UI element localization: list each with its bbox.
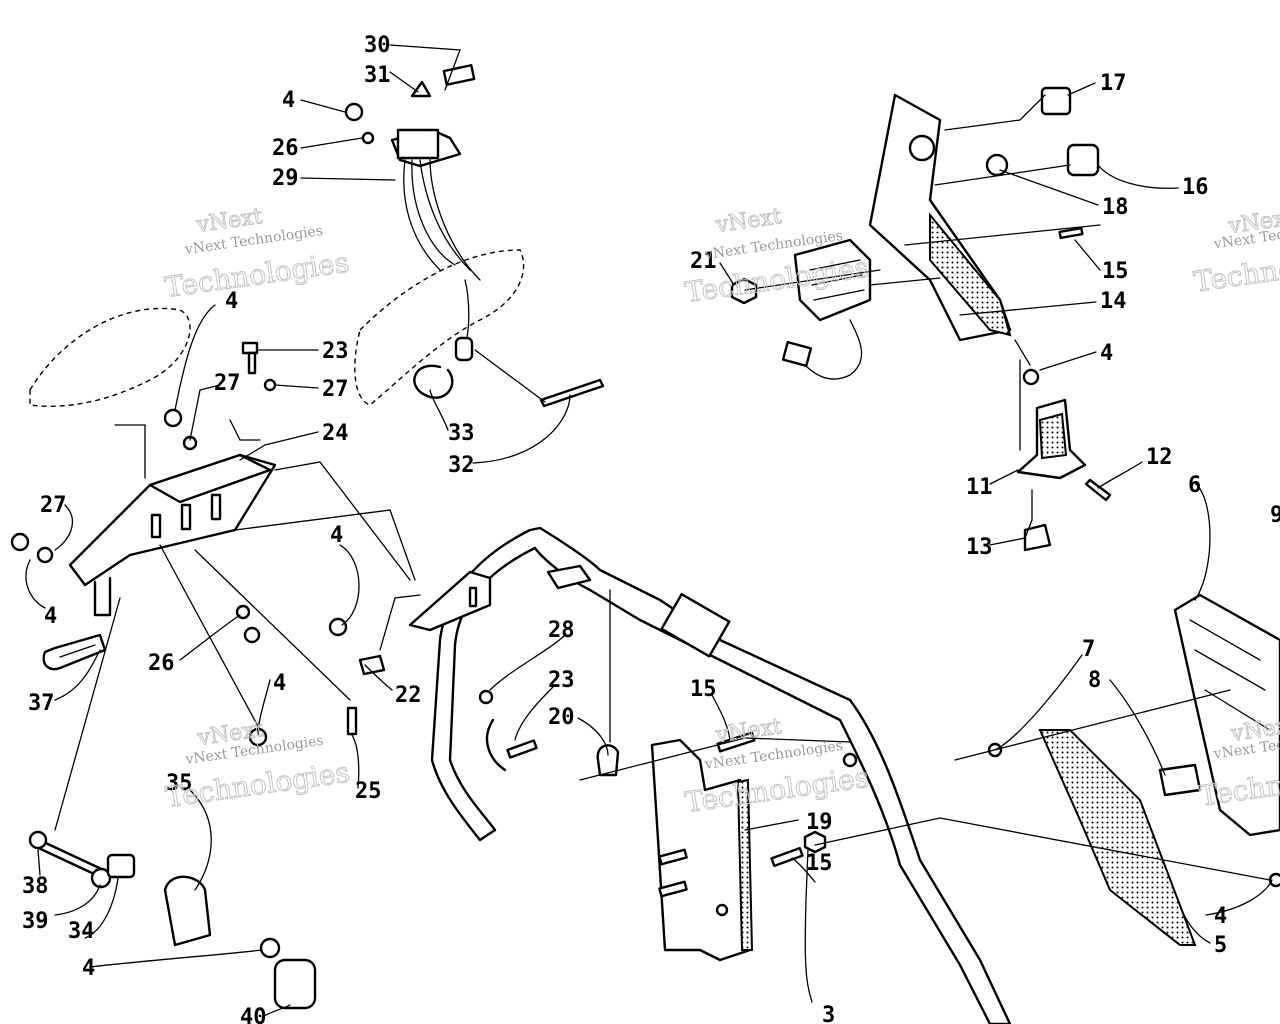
callout-4: 4: [1214, 904, 1227, 929]
callout-25: 25: [355, 779, 382, 804]
callout-9: 9: [1270, 503, 1280, 528]
watermark: vNext vNext Technologies Technologies: [163, 717, 352, 815]
callout-31: 31: [364, 63, 391, 88]
callout-24: 24: [322, 421, 349, 446]
callout-13: 13: [966, 535, 993, 560]
watermark-brand: vNext: [713, 204, 783, 238]
fasteners-upper-left: [10, 102, 386, 747]
callout-33: 33: [448, 421, 475, 446]
callout-30: 30: [364, 33, 391, 58]
callout-6: 6: [1188, 473, 1201, 498]
callout-11: 11: [966, 475, 993, 500]
callout-4: 4: [82, 956, 95, 981]
callout-15: 15: [1102, 259, 1129, 284]
callout-15: 15: [806, 851, 833, 876]
bolt-23-lower: [478, 689, 538, 772]
callout-22: 22: [395, 683, 422, 708]
callout-26: 26: [272, 136, 299, 161]
main-bracket-part: [68, 453, 277, 617]
callout-16: 16: [1182, 175, 1209, 200]
leader-lines: [25, 44, 1273, 1018]
callout-27: 27: [40, 493, 67, 518]
callout-21: 21: [690, 249, 717, 274]
callout-4: 4: [225, 289, 238, 314]
plate-5-part: [987, 729, 1280, 946]
callout-5: 5: [1214, 933, 1227, 958]
slotted-bracket-part: [42, 633, 107, 671]
bracket-11-part: [1016, 368, 1112, 552]
callout-29: 29: [272, 166, 299, 191]
callout-8: 8: [1088, 668, 1101, 693]
callout-4: 4: [330, 523, 343, 548]
callout-23: 23: [322, 339, 349, 364]
regulator-part: [730, 238, 872, 380]
callout-4: 4: [273, 671, 286, 696]
relay-part: [390, 64, 481, 362]
seat-outline: [29, 249, 525, 407]
callout-20: 20: [548, 705, 575, 730]
callout-4: 4: [44, 604, 57, 629]
callout-7: 7: [1082, 637, 1095, 662]
callout-38: 38: [22, 874, 49, 899]
callout-34: 34: [68, 919, 95, 944]
mount-plate-14-part: [868, 86, 1100, 342]
callout-39: 39: [22, 909, 49, 934]
callout-32: 32: [448, 453, 475, 478]
callout-37: 37: [28, 691, 55, 716]
callout-40: 40: [240, 1005, 267, 1024]
watermark: vNext vNext Technologies Technologies: [1191, 205, 1280, 299]
callout-4: 4: [1100, 341, 1113, 366]
callout-23: 23: [548, 668, 575, 693]
callout-4: 4: [282, 88, 295, 113]
lower-left-assembly: [28, 830, 317, 1010]
lower-fasteners: [716, 226, 1084, 868]
callout-15: 15: [690, 677, 717, 702]
callout-14: 14: [1100, 289, 1127, 314]
panel-19-part: [650, 738, 754, 962]
mount-plate-part: [408, 570, 492, 632]
callout-labels: 30 31 4 26 29 17 16 18 21 15 14 4 23 27 …: [22, 33, 1280, 1024]
callout-26: 26: [148, 651, 175, 676]
right-bracket-6-part: [1173, 593, 1280, 837]
callout-28: 28: [548, 618, 575, 643]
callout-35: 35: [166, 771, 193, 796]
callout-12: 12: [1146, 445, 1173, 470]
callout-3: 3: [822, 1003, 835, 1024]
callout-19: 19: [806, 810, 833, 835]
callout-27: 27: [214, 371, 241, 396]
callout-18: 18: [1102, 195, 1129, 220]
ring-and-pin: [413, 364, 605, 408]
callout-27: 27: [322, 377, 349, 402]
watermark: vNext vNext Technologies Technologies: [162, 204, 351, 305]
callout-17: 17: [1100, 71, 1127, 96]
